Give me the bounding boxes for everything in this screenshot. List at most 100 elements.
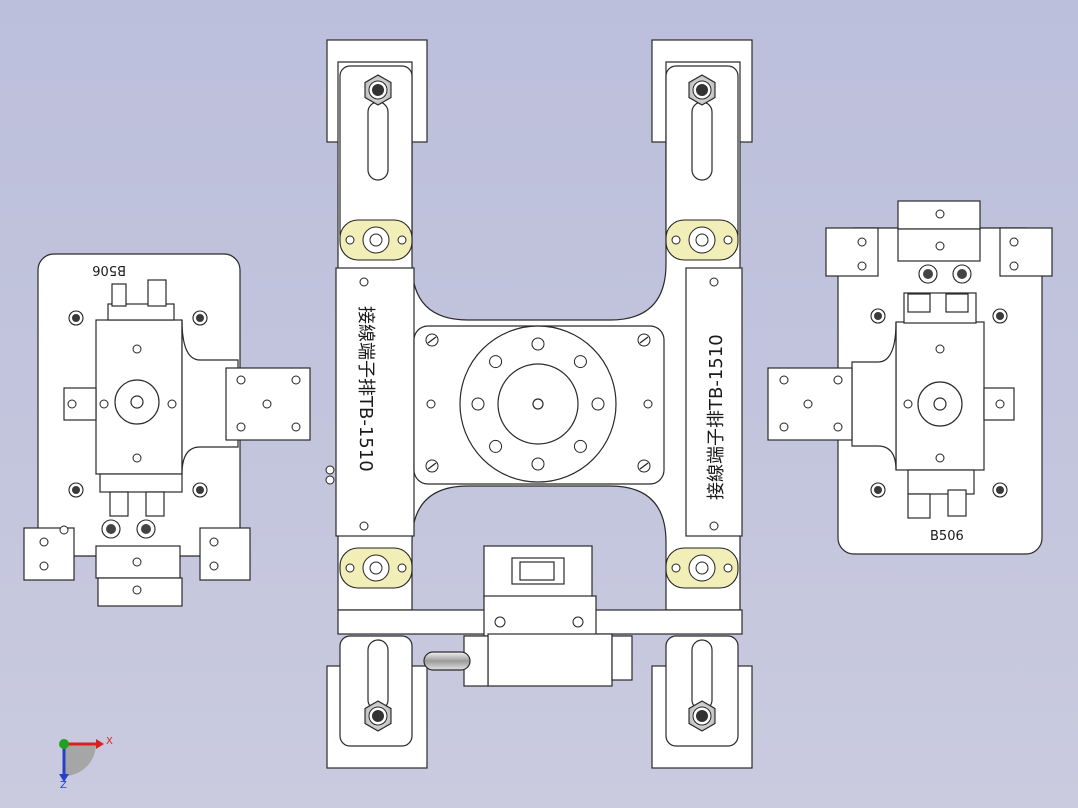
hole xyxy=(1009,261,1019,271)
hole xyxy=(709,521,719,531)
hole xyxy=(591,397,605,411)
hole xyxy=(209,561,219,571)
center-frame: 接線端子排TB-1510 接線端子排TB-1510 xyxy=(326,39,753,769)
hole xyxy=(132,557,142,567)
hole xyxy=(1009,237,1019,247)
hole xyxy=(572,616,584,628)
hole xyxy=(39,561,49,571)
screw-slot xyxy=(639,462,649,470)
nut-thread xyxy=(372,710,384,722)
right-center-bore xyxy=(933,397,947,411)
socket-bolt-head xyxy=(996,486,1004,494)
left-clamp-left xyxy=(23,527,75,581)
hole xyxy=(132,585,142,595)
hole xyxy=(209,537,219,547)
right-fitting-d xyxy=(947,489,967,517)
hole xyxy=(709,277,719,287)
slot-br xyxy=(691,639,713,711)
hole xyxy=(935,453,945,463)
plate-label-left: 接線端子排TB-1510 xyxy=(355,306,376,472)
socket-bolt-head xyxy=(996,312,1004,320)
screw-slot xyxy=(427,462,437,470)
hole xyxy=(903,399,913,409)
hole xyxy=(359,521,369,531)
cylinder-rod xyxy=(423,651,471,671)
left-fitting-c xyxy=(109,491,129,517)
hole xyxy=(779,375,789,385)
right-fitting-c xyxy=(907,493,931,519)
hole xyxy=(857,261,867,271)
hole xyxy=(236,422,246,432)
hole xyxy=(359,277,369,287)
hole xyxy=(573,439,587,453)
left-part-code: B506 xyxy=(92,262,126,277)
push-fitting-core xyxy=(141,524,151,534)
hole xyxy=(325,475,335,485)
sensor-mount xyxy=(483,595,597,637)
hole xyxy=(489,439,503,453)
socket-bolt-head xyxy=(72,314,80,322)
hole xyxy=(723,563,733,573)
left-module: B506 xyxy=(23,253,311,607)
cylinder-port xyxy=(611,635,633,681)
sensor-slide xyxy=(519,561,555,581)
left-center-bore xyxy=(130,395,144,409)
right-top-clamp-left xyxy=(825,227,879,277)
left-fitting-d xyxy=(145,491,165,517)
push-fitting-core xyxy=(923,269,933,279)
right-top-clamp-right xyxy=(999,227,1053,277)
hole xyxy=(471,397,485,411)
left-fitting-a xyxy=(111,283,127,307)
hole xyxy=(345,563,355,573)
fixture-assembly: B506 B506 xyxy=(23,39,1053,769)
hole xyxy=(935,241,945,251)
z-axis-head xyxy=(59,774,69,782)
hole xyxy=(397,563,407,573)
hole xyxy=(723,235,733,245)
axis-triad: X Z xyxy=(59,736,113,791)
triad-shade xyxy=(64,744,96,776)
hole xyxy=(397,235,407,245)
x-axis-head xyxy=(96,739,104,749)
hole xyxy=(643,399,653,409)
hole xyxy=(531,337,545,351)
hole xyxy=(573,355,587,369)
bushing-bore xyxy=(369,561,383,575)
left-clamp-right xyxy=(199,527,251,581)
socket-bolt-head xyxy=(72,486,80,494)
right-fitting-a xyxy=(907,293,931,313)
hole xyxy=(236,375,246,385)
hole xyxy=(39,537,49,547)
hole xyxy=(67,399,77,409)
right-fitting-b xyxy=(945,293,969,313)
hole xyxy=(99,399,109,409)
slot-tr xyxy=(691,101,713,181)
hole xyxy=(833,422,843,432)
hole xyxy=(671,235,681,245)
push-fitting-core xyxy=(957,269,967,279)
hole xyxy=(132,453,142,463)
left-top-fitting-block xyxy=(107,303,175,321)
terminal-strip-right xyxy=(685,267,743,537)
right-module: B506 xyxy=(767,200,1053,555)
bushing-bore xyxy=(695,233,709,247)
fastener-layer xyxy=(39,74,1019,732)
hole xyxy=(426,399,436,409)
nut-thread xyxy=(696,710,708,722)
hole xyxy=(262,399,272,409)
cylinder-body xyxy=(487,633,613,687)
right-part-code: B506 xyxy=(930,529,964,544)
hole xyxy=(803,399,813,409)
hole xyxy=(59,525,69,535)
hole xyxy=(132,344,142,354)
slot-bl xyxy=(367,639,389,711)
terminal-strip-left xyxy=(335,267,415,537)
push-fitting-core xyxy=(106,524,116,534)
hole xyxy=(167,399,177,409)
nut-thread xyxy=(372,84,384,96)
hole xyxy=(291,375,301,385)
z-axis-label: Z xyxy=(60,780,67,791)
socket-bolt-head xyxy=(874,486,882,494)
nut-thread xyxy=(696,84,708,96)
